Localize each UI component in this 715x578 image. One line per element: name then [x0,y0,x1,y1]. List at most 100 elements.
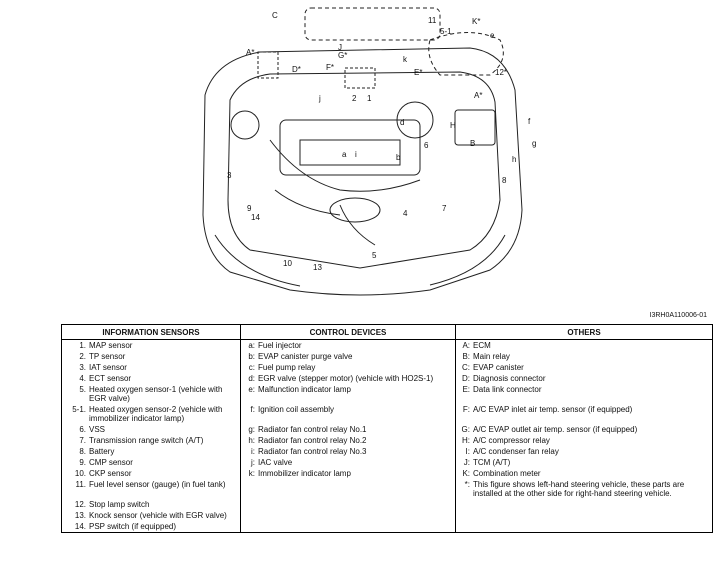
item-key: 13. [74,511,86,520]
item-label: A/C EVAP outlet air temp. sensor (if equ… [473,425,638,434]
table-cell-sensor: 6.VSS [61,424,241,435]
item-key: 5-1. [72,405,86,414]
table-cell-other: B:Main relay [455,351,713,362]
table-row: 11.Fuel level sensor (gauge) (in fuel ta… [61,479,713,499]
callout-A: A* [246,48,254,57]
table-cell-control: e:Malfunction indicator lamp [240,384,456,404]
item-label: PSP switch (if equipped) [89,522,177,531]
table-cell-sensor: 4.ECT sensor [61,373,241,384]
callout-g: f [528,117,531,126]
table-cell-other: K:Combination meter [455,468,713,479]
item-label: Transmission range switch (A/T) [89,436,204,445]
item-label: TP sensor [89,352,126,361]
table-cell-control [240,479,456,499]
table-cell-other [455,521,713,533]
item-key: I: [465,447,470,456]
item-key: J: [463,458,470,467]
table-cell-sensor: 3.IAT sensor [61,362,241,373]
engine-compartment-diagram: C A* D* J G* F* 11 K* 5-1 e k E* 12* j 2… [202,7,536,296]
item-key: j: [251,458,255,467]
item-label: CKP sensor [89,469,132,478]
item-key: h: [248,436,255,445]
table-row: 8.Battery i:Radiator fan control relay No… [61,446,713,457]
callout-b: b [396,153,401,162]
table-cell-control: f:Ignition coil assembly [240,404,456,424]
item-label: Immobilizer indicator lamp [258,469,351,478]
callout-K: K* [472,17,480,26]
item-label: Radiator fan control relay No.2 [258,436,367,445]
table-cell-control: d:EGR valve (stepper motor) (vehicle wit… [240,373,456,384]
table-cell-other: J:TCM (A/T) [455,457,713,468]
table-cell-control: j:IAC valve [240,457,456,468]
item-key: *: [464,480,470,489]
item-key: 10. [74,469,86,478]
callout-11: 11 [428,16,437,25]
table-cell-other [455,510,713,521]
callout-8: 8 [502,176,507,185]
table-row: 12.Stop lamp switch [61,499,713,510]
table-cell-sensor: 2.TP sensor [61,351,241,362]
figure-code: I3RH0A110006-01 [649,312,707,319]
callout-7: 7 [442,204,447,213]
callout-1: 1 [367,94,372,103]
callout-4: 4 [403,209,408,218]
item-label: Fuel injector [258,341,302,350]
item-label: Radiator fan control relay No.1 [258,425,367,434]
item-key: f: [250,405,255,414]
callout-F: F* [326,63,334,72]
table-cell-control: b:EVAP canister purge valve [240,351,456,362]
diagram-callouts: C A* D* J G* F* 11 K* 5-1 e k E* 12* j 2… [227,11,536,272]
table-row: 10.CKP sensor k:Immobilizer indicator lam… [61,468,713,479]
callout-9: 9 [247,204,252,213]
item-key: a: [248,341,255,350]
table-cell-control: h:Radiator fan control relay No.2 [240,435,456,446]
callout-d: d [400,118,404,127]
table-cell-other: D:Diagnosis connector [455,373,713,384]
item-key: 8. [79,447,86,456]
item-key: 2. [79,352,86,361]
item-label: A/C condenser fan relay [473,447,559,456]
callout-H: H [450,121,456,130]
table-cell-sensor: 13.Knock sensor (vehicle with EGR valve) [61,510,241,521]
table-cell-control: k:Immobilizer indicator lamp [240,468,456,479]
header-information-sensors: INFORMATION SENSORS [61,324,241,340]
callout-12: 12* [495,68,507,77]
callout-C: C [272,11,278,20]
callout-13: 13 [313,263,322,272]
table-cell-control [240,499,456,510]
item-key: 6. [79,425,86,434]
item-key: d: [248,374,255,383]
table-cell-other: *:This figure shows left-hand steering v… [455,479,713,499]
item-label: A/C EVAP inlet air temp. sensor (if equi… [473,405,633,414]
item-key: i: [251,447,255,456]
table-cell-sensor: 7.Transmission range switch (A/T) [61,435,241,446]
item-label: MAP sensor [89,341,133,350]
item-key: A: [462,341,470,350]
table-cell-other: H:A/C compressor relay [455,435,713,446]
callout-A-right: A* [474,91,482,100]
item-key: D: [462,374,470,383]
table-cell-other: I:A/C condenser fan relay [455,446,713,457]
item-label: Battery [89,447,115,456]
callout-3: 3 [227,171,232,180]
table-cell-control [240,510,456,521]
table-cell-other: E:Data link connector [455,384,713,404]
table-cell-other: G:A/C EVAP outlet air temp. sensor (if e… [455,424,713,435]
item-label: EVAP canister [473,363,524,372]
item-key: c: [248,363,255,372]
item-label: CMP sensor [89,458,133,467]
item-label: This figure shows left-hand steering veh… [473,480,685,498]
table-cell-sensor: 5-1.Heated oxygen sensor-2 (vehicle with… [61,404,241,424]
table-cell-sensor: 5.Heated oxygen sensor-1 (vehicle with E… [61,384,241,404]
header-others: OTHERS [455,324,713,340]
table-cell-control: i:Radiator fan control relay No.3 [240,446,456,457]
callout-G: G* [338,51,347,60]
table-cell-other [455,499,713,510]
table-cell-other: F:A/C EVAP inlet air temp. sensor (if eq… [455,404,713,424]
callout-E: E* [414,68,422,77]
table-row: 5.Heated oxygen sensor-1 (vehicle with E… [61,384,713,404]
